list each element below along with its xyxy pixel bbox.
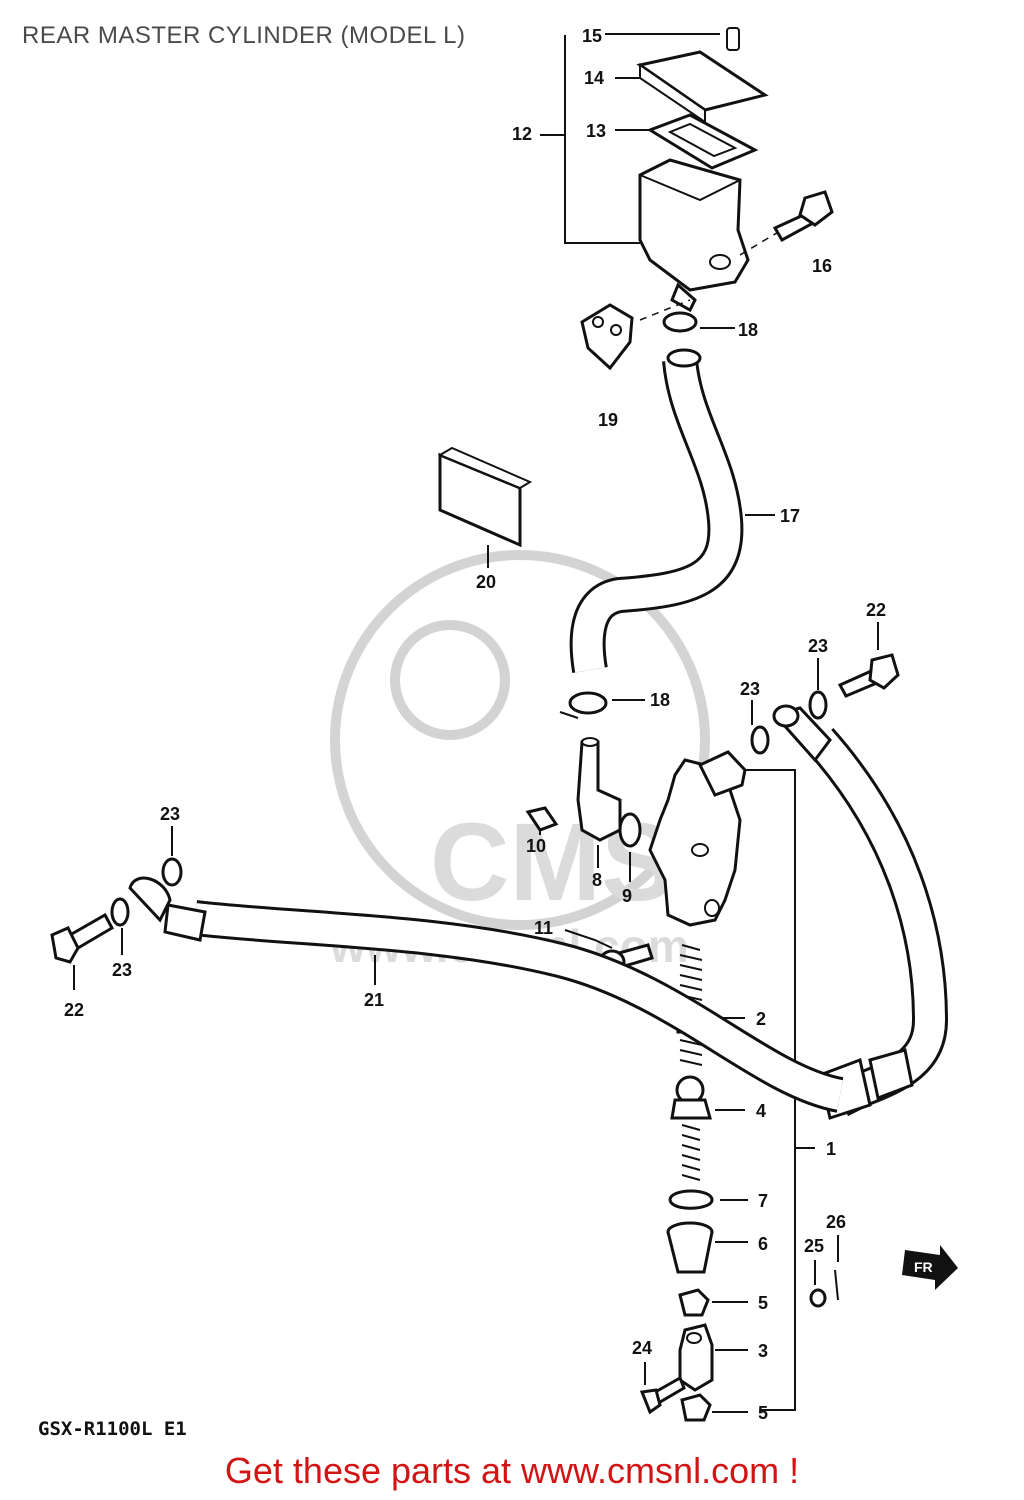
label-part-16: 16 <box>812 256 832 276</box>
part-9-o-ring <box>618 812 642 882</box>
label-part-26: 26 <box>826 1212 846 1232</box>
part-23-washer-right-a <box>808 658 828 720</box>
part-4-piston <box>670 1075 745 1181</box>
part-20-label <box>437 446 533 568</box>
label-part-12: 12 <box>512 124 532 144</box>
right-brake-hose <box>772 704 949 1120</box>
label-part-5-upper: 5 <box>758 1293 768 1313</box>
label-part-10: 10 <box>526 836 546 856</box>
label-part-25: 25 <box>804 1236 824 1256</box>
part-23-washer-left-b <box>161 826 183 887</box>
part-13-diaphragm <box>615 113 759 170</box>
label-part-9: 9 <box>622 886 632 906</box>
label-part-14: 14 <box>584 68 604 88</box>
part-15-screw <box>605 27 740 51</box>
label-part-22-right: 22 <box>866 600 886 620</box>
label-part-20: 20 <box>476 572 496 592</box>
label-part-23-right-b: 23 <box>740 679 760 699</box>
part-22-banjo-bolt-right <box>837 622 900 698</box>
part-23-washer-left-a <box>110 897 130 955</box>
label-part-23-left-a: 23 <box>112 960 132 980</box>
label-part-2: 2 <box>756 1009 766 1029</box>
promo-link[interactable]: Get these parts at www.cmsnl.com ! <box>224 1450 800 1491</box>
label-part-8: 8 <box>592 870 602 890</box>
label-part-6: 6 <box>758 1234 768 1254</box>
part-22-banjo-bolt-left <box>50 912 115 990</box>
part-12-reservoir <box>638 158 750 313</box>
label-part-23-right-a: 23 <box>808 636 828 656</box>
part-5-nut-upper <box>678 1288 748 1317</box>
part-7-circlip <box>668 1189 748 1210</box>
part-18-hose-clip-upper <box>662 311 735 333</box>
part-21-brake-hose <box>128 876 844 1113</box>
part-3-clevis <box>678 1323 748 1392</box>
part-23-washer-right-b <box>750 700 770 755</box>
cms-watermark: CMS www.cmsnl.com <box>329 550 710 972</box>
part-24-clevis-pin <box>639 1362 686 1415</box>
front-arrow-text: FR <box>914 1259 933 1275</box>
label-part-3: 3 <box>758 1341 768 1361</box>
part-6-boot <box>666 1221 748 1274</box>
part-16-bolt <box>739 190 834 256</box>
part-10-screw <box>525 806 559 835</box>
label-part-13: 13 <box>586 121 606 141</box>
label-part-24: 24 <box>632 1338 652 1358</box>
label-part-18-lower: 18 <box>650 690 670 710</box>
part-25-washer <box>809 1260 827 1308</box>
part-17-reservoir-hose <box>569 348 775 673</box>
label-part-21: 21 <box>364 990 384 1010</box>
part-19-mounting-plate <box>580 299 691 371</box>
model-code: GSX-R1100L E1 <box>38 1418 187 1440</box>
label-part-23-left-b: 23 <box>160 804 180 824</box>
part-26-cotter-pin <box>834 1235 839 1301</box>
label-part-22-left: 22 <box>64 1000 84 1020</box>
front-direction-arrow: FR <box>902 1245 958 1290</box>
part-14-reservoir-cap <box>615 50 769 124</box>
part-5-nut-lower <box>680 1393 748 1422</box>
label-part-15: 15 <box>582 26 602 46</box>
label-part-17: 17 <box>780 506 800 526</box>
label-part-1: 1 <box>826 1139 836 1159</box>
label-part-4: 4 <box>756 1101 766 1121</box>
label-part-18-upper: 18 <box>738 320 758 340</box>
diagram-title: REAR MASTER CYLINDER (MODEL L) <box>22 22 466 49</box>
part-18-hose-clip-lower <box>559 691 645 719</box>
label-part-11: 11 <box>534 918 553 938</box>
label-part-19: 19 <box>598 410 618 430</box>
label-part-7: 7 <box>758 1191 768 1211</box>
label-part-5-lower: 5 <box>758 1403 768 1423</box>
